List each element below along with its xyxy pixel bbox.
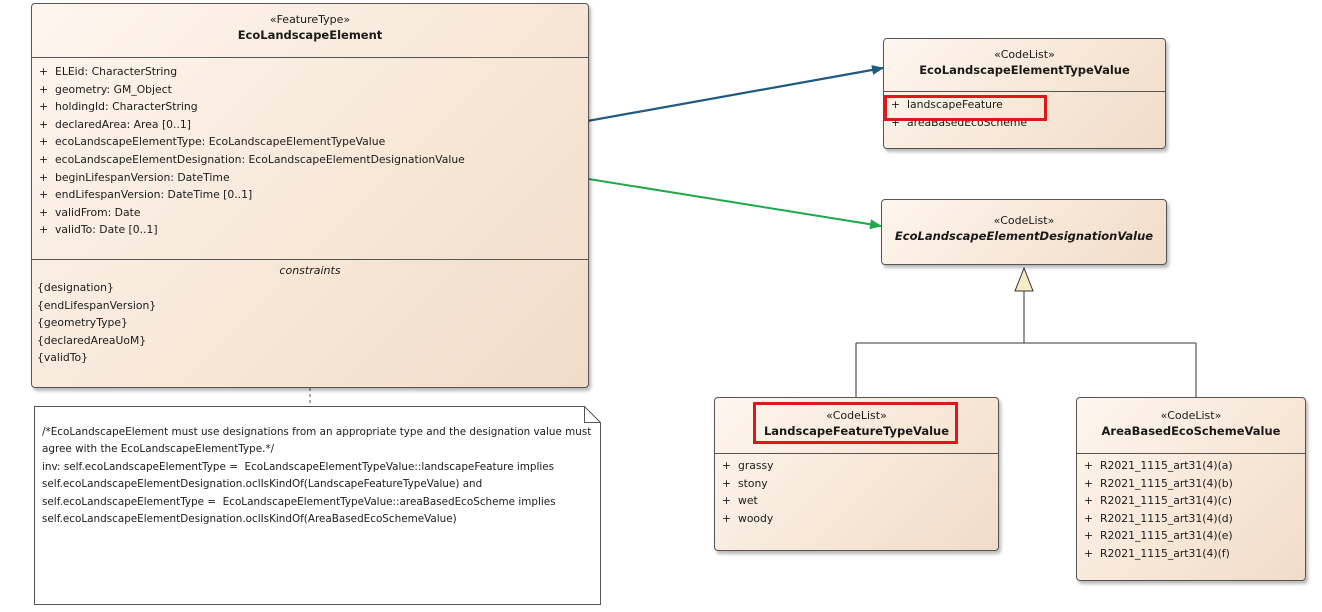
code-value[interactable]: +wet [721, 494, 758, 508]
class-eco-landscape-element-type-value[interactable]: «CodeList» EcoLandscapeElementTypeValue … [883, 38, 1166, 149]
class-eco-landscape-element-designation-value[interactable]: «CodeList» EcoLandscapeElementDesignatio… [881, 199, 1167, 265]
constraint-item[interactable]: {geometryType} [37, 316, 128, 329]
attribute-row[interactable]: +validTo: Date [0..1] [38, 223, 158, 237]
class-header: «FeatureType» EcoLandscapeElement [32, 4, 588, 57]
attribute-row[interactable]: +ecoLandscapeElementType: EcoLandscapeEl… [38, 135, 386, 149]
class-stereotype: «CodeList» [826, 409, 887, 422]
class-header: «CodeList» EcoLandscapeElementDesignatio… [882, 200, 1166, 244]
attribute-list: +ELEid: CharacterString +geometry: GM_Ob… [32, 58, 588, 259]
constraint-note[interactable]: /*EcoLandscapeElement must use designati… [34, 406, 601, 605]
class-stereotype: «FeatureType» [269, 13, 351, 26]
highlight-landscape-feature [884, 95, 1047, 121]
class-name: LandscapeFeatureTypeValue [763, 424, 950, 438]
value-list: +R2021_1115_art31(4)(a) +R2021_1115_art3… [1077, 454, 1305, 563]
generalization-triangle-icon [1014, 266, 1034, 292]
constraint-item[interactable]: {designation} [37, 281, 114, 294]
class-header: «CodeList» AreaBasedEcoSchemeValue [1077, 398, 1305, 453]
class-name: EcoLandscapeElementTypeValue [919, 63, 1130, 77]
attribute-row[interactable]: +endLifespanVersion: DateTime [0..1] [38, 188, 253, 202]
class-header: «CodeList» LandscapeFeatureTypeValue [715, 398, 998, 453]
code-value[interactable]: +stony [721, 476, 768, 490]
code-value[interactable]: +R2021_1115_art31(4)(f) [1083, 546, 1230, 560]
attribute-row[interactable]: +declaredArea: Area [0..1] [38, 117, 191, 131]
code-value[interactable]: +R2021_1115_art31(4)(a) [1083, 459, 1233, 472]
code-value[interactable]: +R2021_1115_art31(4)(b) [1083, 476, 1233, 490]
generalization[interactable] [855, 266, 1197, 397]
attribute-row[interactable]: +beginLifespanVersion: DateTime [38, 170, 230, 184]
attribute-row[interactable]: +ELEid: CharacterString [38, 65, 178, 78]
constraints-section: constraints {designation} {endLifespanVe… [32, 260, 588, 367]
class-area-based-eco-scheme-value[interactable]: «CodeList» AreaBasedEcoSchemeValue +R202… [1076, 397, 1306, 581]
constraint-item[interactable]: {declaredAreaUoM} [37, 333, 147, 347]
highlight-landscape-feature-type-value [753, 402, 958, 444]
attribute-row[interactable]: +holdingId: CharacterString [38, 100, 198, 114]
code-value[interactable]: +woody [721, 511, 774, 525]
class-stereotype: «CodeList» [994, 48, 1055, 61]
class-stereotype: «CodeList» [993, 214, 1055, 227]
attribute-row[interactable]: +geometry: GM_Object [38, 82, 172, 96]
class-eco-landscape-element[interactable]: «FeatureType» EcoLandscapeElement +ELEid… [31, 3, 589, 388]
class-stereotype: «CodeList» [1160, 409, 1222, 422]
code-value[interactable]: +R2021_1115_art31(4)(d) [1083, 511, 1233, 525]
constraints-title: constraints [279, 264, 341, 277]
note-frame [34, 406, 601, 605]
class-name: EcoLandscapeElementDesignationValue [894, 229, 1154, 243]
note-text: /*EcoLandscapeElement must use designati… [42, 426, 592, 526]
value-list: +grassy +stony +wet +woody [715, 454, 998, 527]
code-value[interactable]: +R2021_1115_art31(4)(c) [1083, 494, 1232, 508]
attribute-row[interactable]: +ecoLandscapeElementDesignation: EcoLand… [38, 152, 465, 166]
class-header: «CodeList» EcoLandscapeElementTypeValue [884, 39, 1165, 91]
constraint-item[interactable]: {endLifespanVersion} [37, 298, 157, 312]
code-value-landscape-feature[interactable]: +landscapeFeature [890, 98, 1003, 111]
class-name: AreaBasedEcoSchemeValue [1101, 424, 1281, 438]
code-value[interactable]: +grassy [721, 459, 774, 472]
code-value[interactable]: +R2021_1115_art31(4)(e) [1083, 529, 1233, 543]
constraint-item[interactable]: {validTo} [37, 351, 88, 364]
class-name: EcoLandscapeElement [237, 28, 383, 42]
attribute-row[interactable]: +validFrom: Date [38, 205, 141, 219]
class-landscape-feature-type-value[interactable]: «CodeList» LandscapeFeatureTypeValue +gr… [714, 397, 999, 551]
